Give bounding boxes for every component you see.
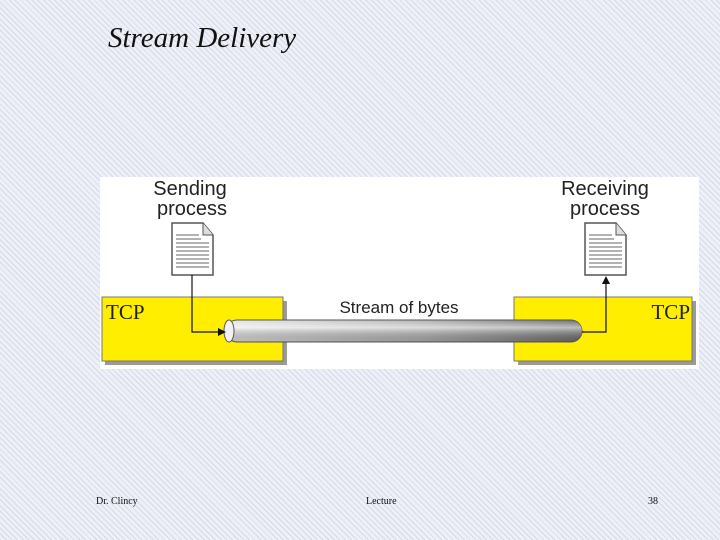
receiving-document-icon (584, 222, 627, 276)
slide-title: Stream Delivery (108, 22, 297, 54)
sending-process-label-line2: process (157, 198, 227, 220)
sending-document-icon (171, 222, 214, 276)
byte-stream-tube (223, 319, 583, 343)
receiving-process-label-line1: Receiving (561, 178, 649, 200)
sending-process-label-line1: Sending (153, 178, 226, 200)
footer-author: Dr. Clincy (96, 496, 138, 507)
tcp-right-label: TCP (651, 300, 690, 324)
tcp-left-label: TCP (106, 300, 145, 324)
page-number: 38 (648, 496, 658, 507)
stream-of-bytes-label: Stream of bytes (339, 298, 458, 317)
receiving-process-label-line2: process (570, 198, 640, 220)
send-connector-arrow (191, 275, 226, 336)
receive-connector-arrow (582, 276, 610, 333)
stream-delivery-diagram: Sending process Receiving process TCP TC… (100, 177, 699, 369)
footer-center-text: Lecture (366, 496, 397, 507)
